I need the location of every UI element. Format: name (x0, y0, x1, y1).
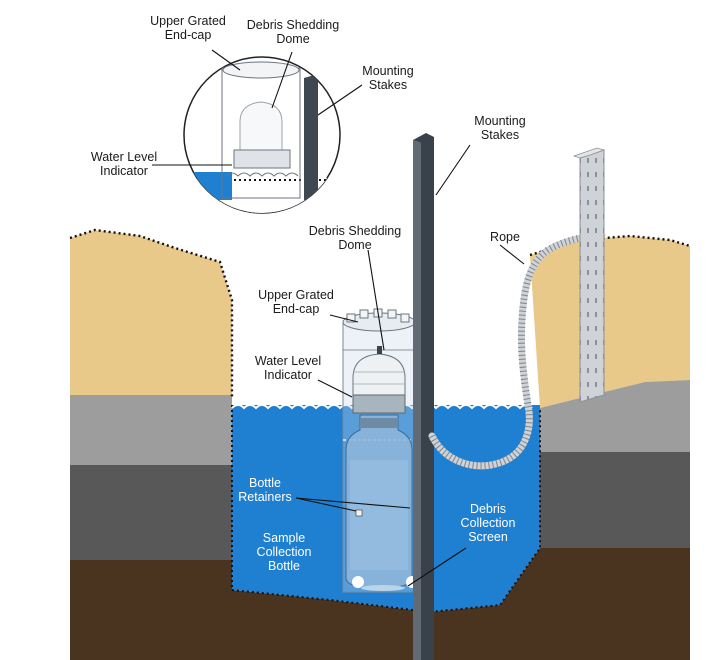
label-sample-collection-bottle: Sample Collection Bottle (256, 531, 312, 573)
sand-layer (70, 230, 232, 395)
mounting-stake-center (413, 133, 434, 660)
label-inset-debris-shedding-dome: Debris Shedding Dome (246, 18, 340, 46)
label-debris-collection-screen: Debris Collection Screen (460, 502, 516, 544)
gray-layer (70, 380, 690, 465)
brown-layer (70, 548, 690, 660)
bottle-retainer (355, 509, 363, 517)
mounting-stake-right (572, 147, 606, 403)
inset-water (184, 172, 232, 200)
label-debris-shedding-dome: Debris Shedding Dome (308, 224, 402, 252)
water-level-indicator (352, 394, 406, 414)
label-upper-grated-endcap: Upper Grated End-cap (258, 288, 334, 316)
label-inset-mounting-stakes: Mounting Stakes (362, 64, 414, 92)
label-mounting-stakes: Mounting Stakes (474, 114, 526, 142)
label-rope: Rope (490, 230, 520, 244)
label-inset-upper-grated-endcap: Upper Grated End-cap (150, 14, 226, 42)
debris-shedding-dome (352, 346, 406, 396)
label-inset-water-level-indicator: Water Level Indicator (90, 150, 158, 178)
water-pool-edge (231, 405, 541, 614)
sample-collection-bottle (345, 414, 413, 589)
dark-layer (70, 452, 690, 560)
leader-lines (152, 49, 525, 587)
ground-layers (69, 228, 691, 660)
ground-surface-left (69, 228, 234, 398)
inset-detail (183, 56, 341, 214)
label-water-level-indicator: Water Level Indicator (254, 354, 322, 382)
label-bottle-retainers: Bottle Retainers (238, 476, 292, 504)
sand-layer-right (530, 236, 690, 408)
rope (428, 232, 606, 470)
